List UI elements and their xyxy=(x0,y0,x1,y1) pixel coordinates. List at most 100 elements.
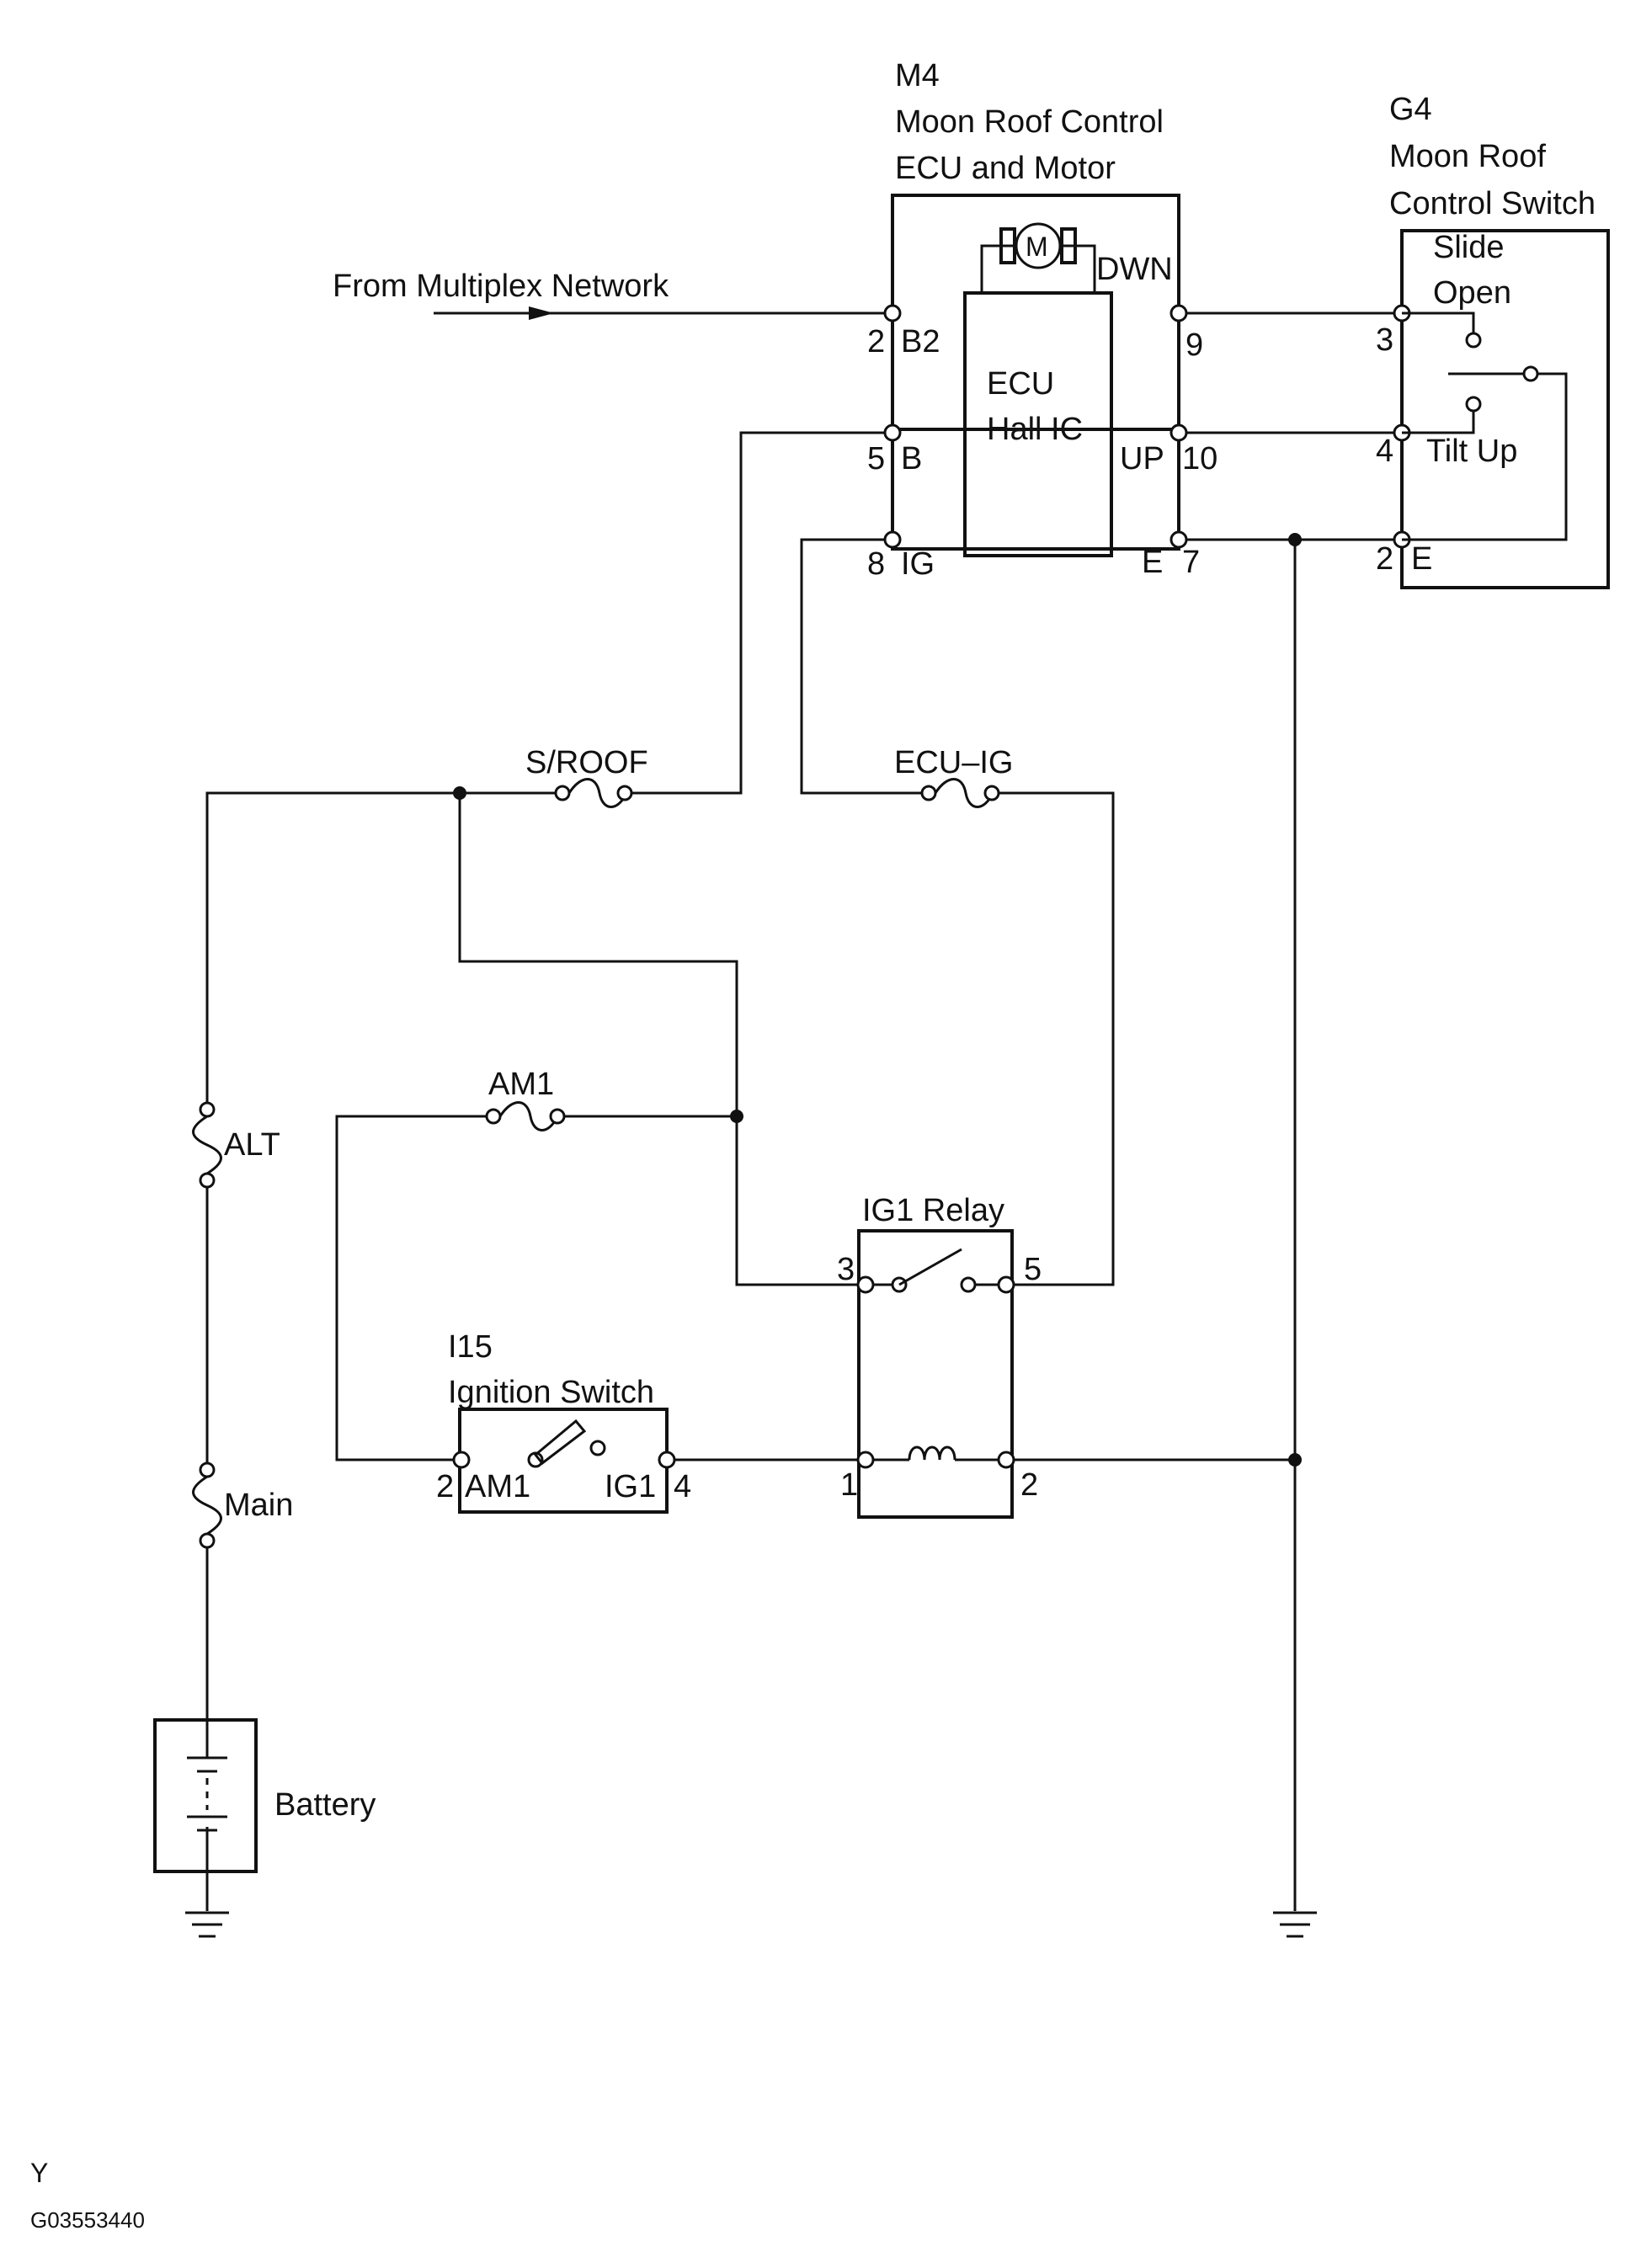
wire-sroof-left xyxy=(205,791,556,1110)
switch-name-line2: Control Switch xyxy=(1389,186,1596,221)
ecu-name-line2: ECU and Motor xyxy=(895,151,1116,186)
relay-terminal-2 xyxy=(997,1451,1015,1469)
ignition-pin-am1-number: 2 xyxy=(436,1469,454,1504)
pin-b-number: 5 xyxy=(867,441,885,476)
switch-name-line1: Moon Roof xyxy=(1389,139,1546,174)
fuse-main-label: Main xyxy=(224,1488,293,1523)
switch-pivot xyxy=(1522,365,1539,382)
switch-contact-open xyxy=(1465,332,1482,349)
switch-wire-3 xyxy=(1402,311,1475,333)
wire-to-relay-3 xyxy=(735,1116,866,1286)
relay-pin-1: 1 xyxy=(840,1467,858,1503)
switch-slide-line1: Slide xyxy=(1433,230,1505,265)
ecu-box-outline xyxy=(891,194,1180,551)
wires xyxy=(205,306,1402,1911)
switch-slide-line2: Open xyxy=(1433,275,1511,311)
fuse-am1 xyxy=(485,1101,566,1131)
relay-switch-blade xyxy=(898,1248,962,1286)
ignition-code: I15 xyxy=(448,1329,493,1365)
relay-pin-3: 3 xyxy=(837,1252,855,1287)
junction-dot-ground-mid xyxy=(1288,1453,1302,1467)
switch-pin-4: 4 xyxy=(1376,434,1393,469)
pin-ig-name: IG xyxy=(901,546,935,582)
relay-label: IG1 Relay xyxy=(862,1193,1004,1228)
pin-up-name: UP xyxy=(1120,441,1164,476)
relay-box xyxy=(857,1229,1014,1519)
pin-ig-number: 8 xyxy=(867,546,885,582)
wire-b-feed xyxy=(625,431,886,795)
switch-pin-e: E xyxy=(1411,541,1432,577)
fuse-ecu-ig xyxy=(920,778,1000,808)
pin-up-number: 10 xyxy=(1182,441,1217,476)
pin-b-name: B xyxy=(901,441,922,476)
ecu-terminal-b xyxy=(883,423,902,442)
ecu-terminal-up xyxy=(1169,423,1188,442)
switch-wire-4 xyxy=(1402,411,1475,434)
wire-ig-feed xyxy=(800,538,922,795)
ignition-contact-left xyxy=(527,1451,544,1468)
ecu-inner-line1: ECU xyxy=(987,366,1054,402)
pin-dwn-name: DWN xyxy=(1096,252,1173,287)
pin-e-number: 7 xyxy=(1182,545,1200,580)
ecu-terminal-e xyxy=(1169,530,1188,549)
pin-b2-number: 2 xyxy=(867,324,885,359)
switch-code: G4 xyxy=(1389,92,1432,127)
motor-symbol xyxy=(980,222,1096,295)
switch-pin-3: 3 xyxy=(1376,322,1393,358)
fuse-am1-label: AM1 xyxy=(488,1067,554,1102)
ecu-terminal-ig xyxy=(883,530,902,549)
fuse-alt xyxy=(192,1101,222,1189)
relay-terminal-1 xyxy=(856,1451,875,1469)
ignition-terminal-ig1 xyxy=(658,1451,676,1469)
fuse-main xyxy=(192,1461,222,1549)
footer-code-letter: Y xyxy=(30,2158,48,2188)
fuse-alt-label: ALT xyxy=(224,1127,280,1163)
relay-terminal-5 xyxy=(997,1275,1015,1294)
ignition-pin-ig1-name: IG1 xyxy=(605,1469,656,1504)
pin-b2-name: B2 xyxy=(901,324,940,359)
multiplex-label: From Multiplex Network xyxy=(333,269,669,304)
wire-ecuig-to-relay xyxy=(992,791,1115,1286)
ecu-inner-block xyxy=(963,291,1113,557)
switch-box xyxy=(1400,229,1610,589)
switch-contact-tilt xyxy=(1465,396,1482,413)
fuse-sroof-label: S/ROOF xyxy=(525,745,648,780)
ecu-code: M4 xyxy=(895,58,940,93)
fuse-sroof xyxy=(554,778,633,808)
pin-dwn-number: 9 xyxy=(1185,327,1203,363)
ignition-pin-am1-name: AM1 xyxy=(465,1469,530,1504)
junction-dot-sroof xyxy=(453,786,466,800)
switch-wire-common xyxy=(1402,372,1568,541)
battery-cells xyxy=(187,1720,227,1871)
footer-figure-id: G03553440 xyxy=(30,2207,145,2233)
battery-box xyxy=(153,1718,258,1873)
motor-symbol-label: M xyxy=(1026,232,1048,262)
junction-dot-am1 xyxy=(730,1110,743,1123)
ecu-inner-line2: Hall IC xyxy=(987,412,1083,447)
pin-e-name: E xyxy=(1142,545,1163,580)
switch-pin-2: 2 xyxy=(1376,541,1393,577)
relay-terminal-3 xyxy=(856,1275,875,1294)
battery-label: Battery xyxy=(274,1787,376,1823)
ignition-pin-ig1-number: 4 xyxy=(674,1469,691,1504)
junction-dot-ground-top xyxy=(1288,533,1302,546)
ecu-name-line1: Moon Roof Control xyxy=(895,104,1164,140)
ignition-name: Ignition Switch xyxy=(448,1375,654,1410)
relay-contact-right xyxy=(960,1276,977,1293)
arrow-multiplex xyxy=(529,306,554,320)
ground-left xyxy=(185,1911,229,1938)
ignition-contact-right xyxy=(589,1440,606,1456)
fuse-ecuig-label: ECU–IG xyxy=(894,745,1013,780)
ground-right xyxy=(1273,1911,1317,1938)
ignition-terminal-am1 xyxy=(452,1451,471,1469)
wire-junction-drop xyxy=(458,793,738,1116)
relay-pin-5: 5 xyxy=(1024,1252,1042,1287)
wire-am1-left xyxy=(335,1115,487,1461)
switch-tilt-label: Tilt Up xyxy=(1426,434,1517,469)
ecu-terminal-dwn xyxy=(1169,304,1188,322)
relay-pin-2: 2 xyxy=(1020,1467,1038,1503)
relay-coil xyxy=(908,1445,956,1461)
ignition-key-blade xyxy=(533,1419,587,1466)
ecu-terminal-b2 xyxy=(883,304,902,322)
